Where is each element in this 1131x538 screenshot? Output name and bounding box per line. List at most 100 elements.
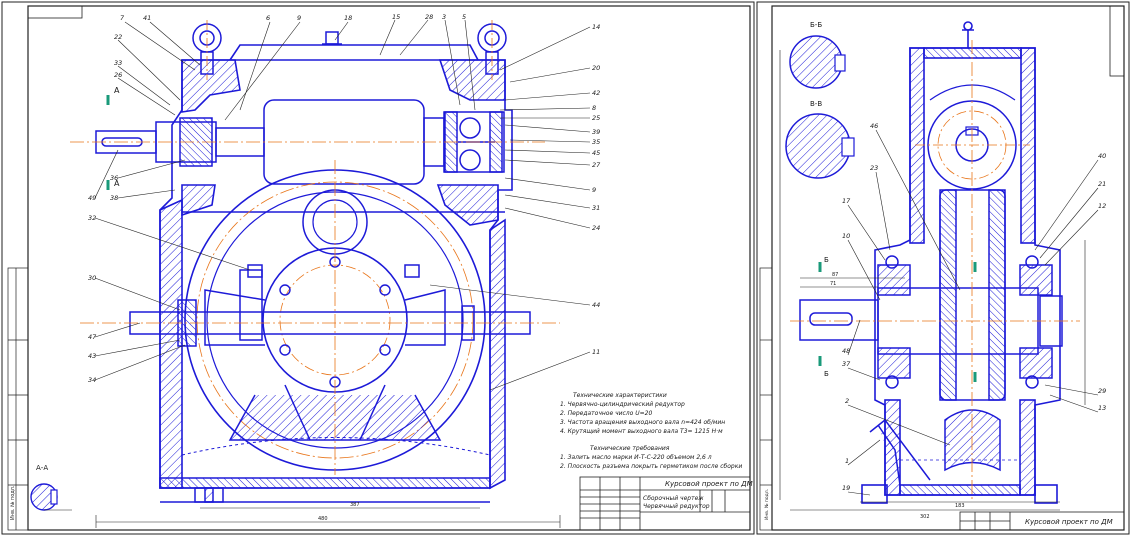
section-a-a-view [30,483,72,511]
dim-183: 183 [955,503,965,509]
svg-text:2. Передаточное число U=20: 2. Передаточное число U=20 [560,410,652,417]
svg-text:4. Крутящий момент выходного в: 4. Крутящий момент выходного вала T3= 12… [560,428,723,435]
section-b-markers: Б Б [818,256,977,382]
callout: 30 [88,274,96,282]
callout: 6 [266,14,270,22]
right-corner-label: Инв. № подл. [764,489,770,520]
callout: 24 [592,224,600,232]
left-title-project: Курсовой проект по ДМ [665,480,753,488]
callout: 49 [88,194,96,202]
leader-lines-left [94,19,591,391]
callout: 21 [1098,180,1106,188]
callouts-right: 46 23 40 21 12 17 10 48 37 29 13 2 1 19 [842,122,1106,492]
svg-text:А: А [114,86,120,95]
leader-lines-right [847,129,1099,496]
callouts-left: 7 41 6 9 18 15 28 3 5 14 22 33 26 20 42 … [88,13,601,384]
dim-87: 87 [832,272,838,278]
dim-inner-width: 387 [350,502,360,508]
callout: 29 [1098,387,1106,395]
callout: 25 [592,114,600,122]
callout: 42 [592,89,600,97]
dim-overall-width: 480 [318,516,328,522]
svg-text:Б: Б [824,370,829,378]
output-shaft [129,264,531,347]
callout: 17 [842,197,851,205]
callout: 1 [845,457,849,465]
callout: 34 [88,376,96,384]
callout: 26 [114,71,122,79]
dim-302: 302 [920,514,930,520]
right-gearbox-housing [861,21,1061,504]
callout: 37 [842,360,851,368]
callout: 19 [842,484,850,492]
left-title-name-2: Червячный редуктор [643,503,710,510]
callout: 13 [1098,404,1106,412]
callout: 15 [392,13,400,21]
overall-dimensions [95,507,561,528]
left-corner-label: Инв. № подл. [10,485,16,520]
callout: 9 [297,14,301,22]
callout: 44 [592,301,600,309]
section-b-b-view [789,35,846,89]
section-v-v-view [785,113,855,179]
svg-text:2. Плоскость разъема покрыть г: 2. Плоскость разъема покрыть герметиком … [560,463,742,470]
left-title-block [579,476,751,531]
left-binding-strip [7,267,29,531]
callout: 18 [344,14,352,22]
callout: 39 [592,128,600,136]
tech-characteristics: Технические характеристики 1. Червячно-ц… [560,392,725,435]
callout: 41 [143,14,151,22]
callout: 31 [592,204,600,212]
left-sheet: Инв. № подл. [1,1,755,535]
wheel-shaft-assembly [799,189,1063,472]
dim-71: 71 [830,281,836,287]
left-sheet-outer-frame [1,1,755,535]
tech-requirements: Технические требования 1. Залить масло м… [560,445,742,470]
callout: 32 [88,214,96,222]
callout: 14 [592,23,600,31]
callout: 20 [592,64,600,72]
callout: 23 [870,164,878,172]
svg-text:1. Червячно-цилиндрический ред: 1. Червячно-цилиндрический редуктор [560,401,685,408]
svg-text:3. Частота вращения выходного: 3. Частота вращения выходного вала n=424… [560,419,725,426]
bottom-foot [160,487,490,503]
right-sheet-outer-frame [756,1,1130,535]
section-a-markers: А А [106,86,120,190]
callout: 10 [842,232,850,240]
svg-text:1. Залить масло марки И-Т-С-22: 1. Залить масло марки И-Т-С-220 объемом … [560,454,712,461]
callout: 8 [592,104,596,112]
callout: 43 [88,352,96,360]
section-b-b-label: Б-Б [810,21,822,29]
callout: 35 [592,138,600,146]
section-v-v-label: В-В [810,100,822,108]
callout: 3 [442,13,446,21]
left-gearbox-housing [159,44,513,490]
section-a-a-label: А-А [36,464,48,472]
callout: 45 [592,149,600,157]
callout: 48 [842,347,850,355]
svg-text:А: А [114,179,120,188]
tech-characteristics-title: Технические характеристики [573,392,667,399]
callout: 7 [120,14,125,22]
right-sheet: Инв. № подл. Б-Б В-В [756,1,1130,535]
callout: 38 [110,194,118,202]
callout: 33 [114,59,122,67]
right-dimensions [779,50,1086,511]
callout: 27 [592,161,601,169]
right-title-block [959,511,1125,531]
callout: 11 [592,348,600,356]
callout: 28 [425,13,433,21]
right-title-project: Курсовой проект по ДМ [1025,518,1113,526]
callout: 22 [114,33,122,41]
left-title-name-1: Сборочный чертеж [643,495,704,502]
callout: 40 [1098,152,1106,160]
breather-plug [322,31,342,45]
callout: 9 [592,186,596,194]
callout: 47 [88,333,97,341]
callout: 5 [462,13,466,21]
callout: 46 [870,122,878,130]
callout: 36 [110,174,118,182]
right-binding-strip [759,267,773,531]
svg-text:Б: Б [824,256,829,264]
